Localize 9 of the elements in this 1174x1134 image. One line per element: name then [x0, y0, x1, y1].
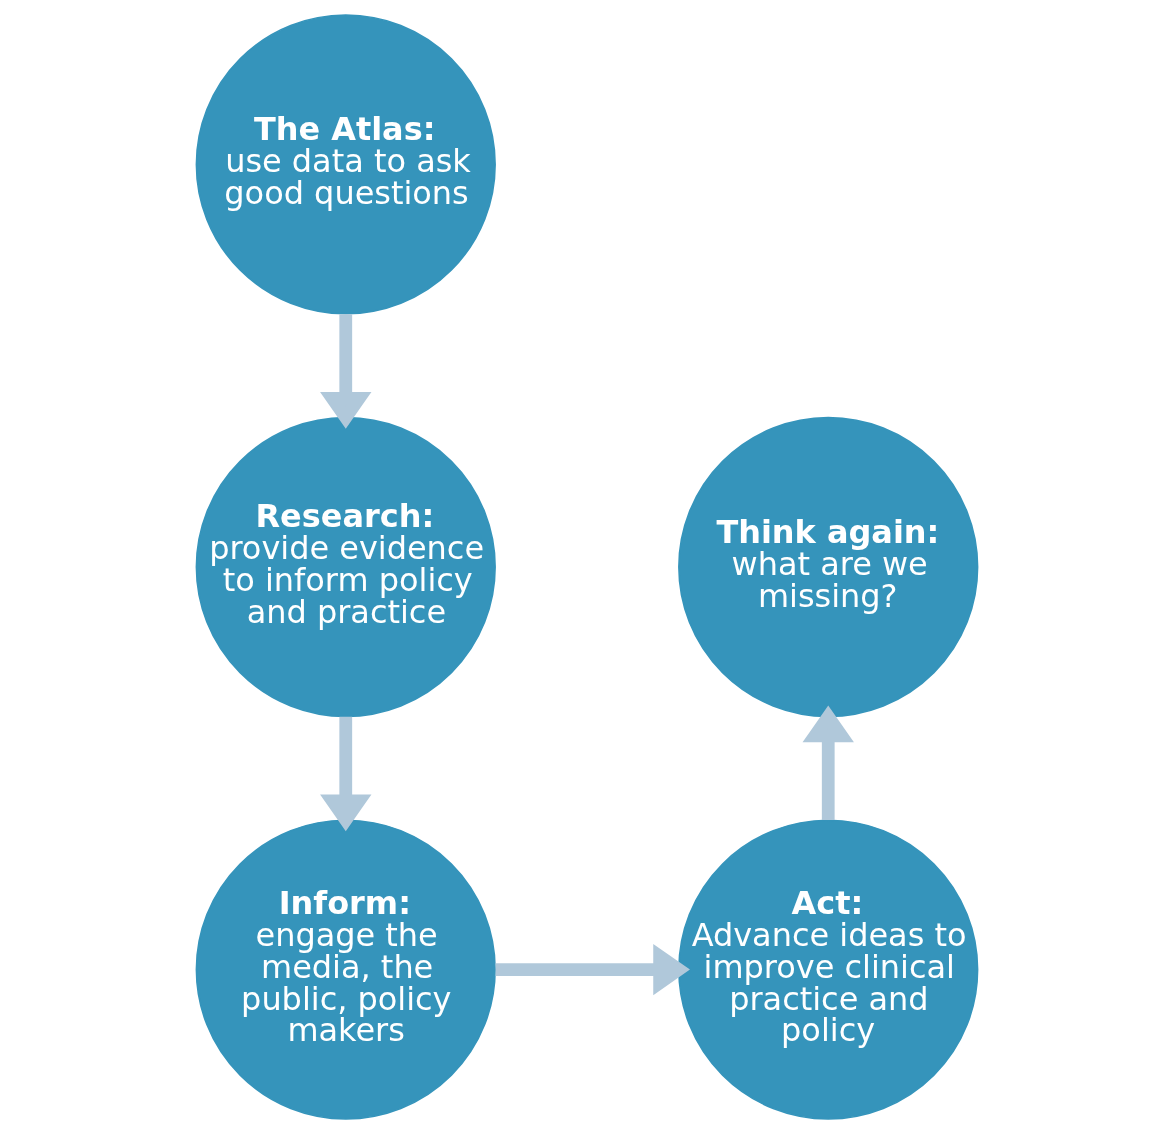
node-circle: Think again: what are we missing? [678, 416, 979, 718]
node-circle: Research: provide evidence to inform policy and practice [195, 416, 496, 718]
node-circle: Act: Advance ideas to improve clinical practice and policy [678, 819, 979, 1120]
arrow [495, 943, 690, 996]
arrow [320, 314, 372, 429]
arrow [802, 705, 854, 821]
arrow [320, 716, 372, 832]
node-circle: Inform: engage the media, the public, policy makers [195, 819, 496, 1120]
node-circle: The Atlas: use data to ask good questions [195, 14, 496, 315]
